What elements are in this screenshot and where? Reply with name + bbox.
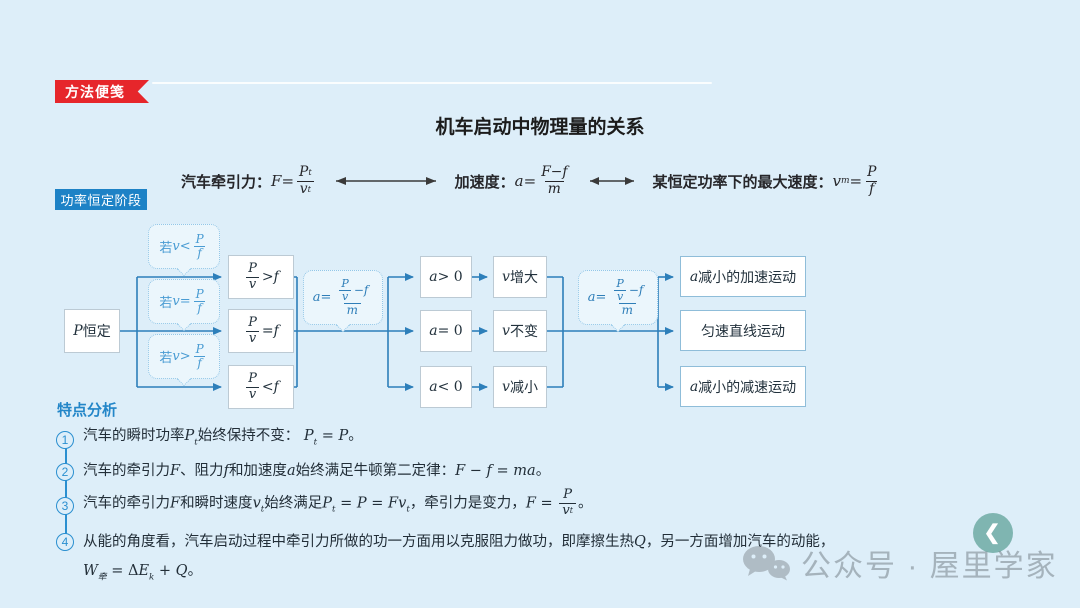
analysis-item-1: 1 汽车的瞬时功率Pt始终保持不变： Pt = P。: [56, 426, 363, 453]
watermark-text: 公众号 · 屋里学家: [801, 550, 1058, 583]
flow-box-v-constant: v 不变: [493, 310, 547, 352]
flow-box-outcome-uniform: 匀速直线运动: [680, 310, 806, 351]
analysis-item-text: 汽车的瞬时功率Pt始终保持不变： Pt = P。: [83, 428, 363, 448]
item-number-1: 1: [56, 430, 74, 449]
flow-box-p-constant: P 恒定: [64, 309, 120, 353]
analysis-item-3: 3 汽车的牵引力F和瞬时速度vt始终满足Pt = P = Fvt，牵引力是变力，…: [56, 487, 593, 525]
method-badge: 方法便笺: [55, 80, 149, 103]
double-arrow-icon: [590, 177, 635, 185]
analysis-rail: [65, 437, 67, 541]
analysis-heading: 特点分析: [57, 402, 118, 419]
double-arrow-icon: [335, 177, 436, 185]
analysis-item-text: 从能的角度看，汽车启动过程中牵引力所做的功一方面用以克服阻力做功，即摩擦生热Q，…: [83, 534, 835, 583]
item-number-4: 4: [56, 533, 74, 551]
item-number-2: 2: [56, 462, 74, 481]
analysis-item-text: 汽车的牵引力F、阻力f和加速度a始终满足牛顿第二定律：F − f = ma。: [83, 463, 551, 479]
analysis-item-4: 4 从能的角度看，汽车启动过程中牵引力所做的功一方面用以克服阻力做功，即摩擦生热…: [56, 528, 834, 592]
watermark: 公众号 · 屋里学家: [742, 541, 1058, 585]
prev-button[interactable]: ❮: [973, 513, 1013, 553]
chevron-left-icon: ❮: [983, 522, 1001, 544]
flow-box-a-positive: a > 0: [420, 256, 472, 298]
header-divider: [152, 82, 712, 84]
wechat-icon: [743, 546, 790, 581]
page-title: 机车启动中物理量的关系: [435, 117, 645, 138]
flow-box-v-increase: v 增大: [493, 256, 547, 298]
flow-box-v-decrease: v 减小: [493, 366, 547, 408]
stage-badge: 功率恒定阶段: [55, 189, 147, 210]
flow-box-outcome-accelerating: a 减小的加速运动: [680, 256, 806, 297]
analysis-item-text: 汽车的牵引力F和瞬时速度vt始终满足Pt = P = Fvt，牵引力是变力，F …: [83, 487, 593, 518]
flow-box-a-zero: a = 0: [420, 310, 472, 352]
item-number-3: 3: [56, 497, 74, 516]
flow-box-a-negative: a < 0: [420, 366, 472, 408]
method-badge-label: 方法便笺: [65, 83, 125, 100]
analysis-item-2: 2 汽车的牵引力F、阻力f和加速度a始终满足牛顿第二定律：F − f = ma。: [56, 461, 550, 482]
flow-box-outcome-decelerating: a 减小的减速运动: [680, 366, 806, 407]
